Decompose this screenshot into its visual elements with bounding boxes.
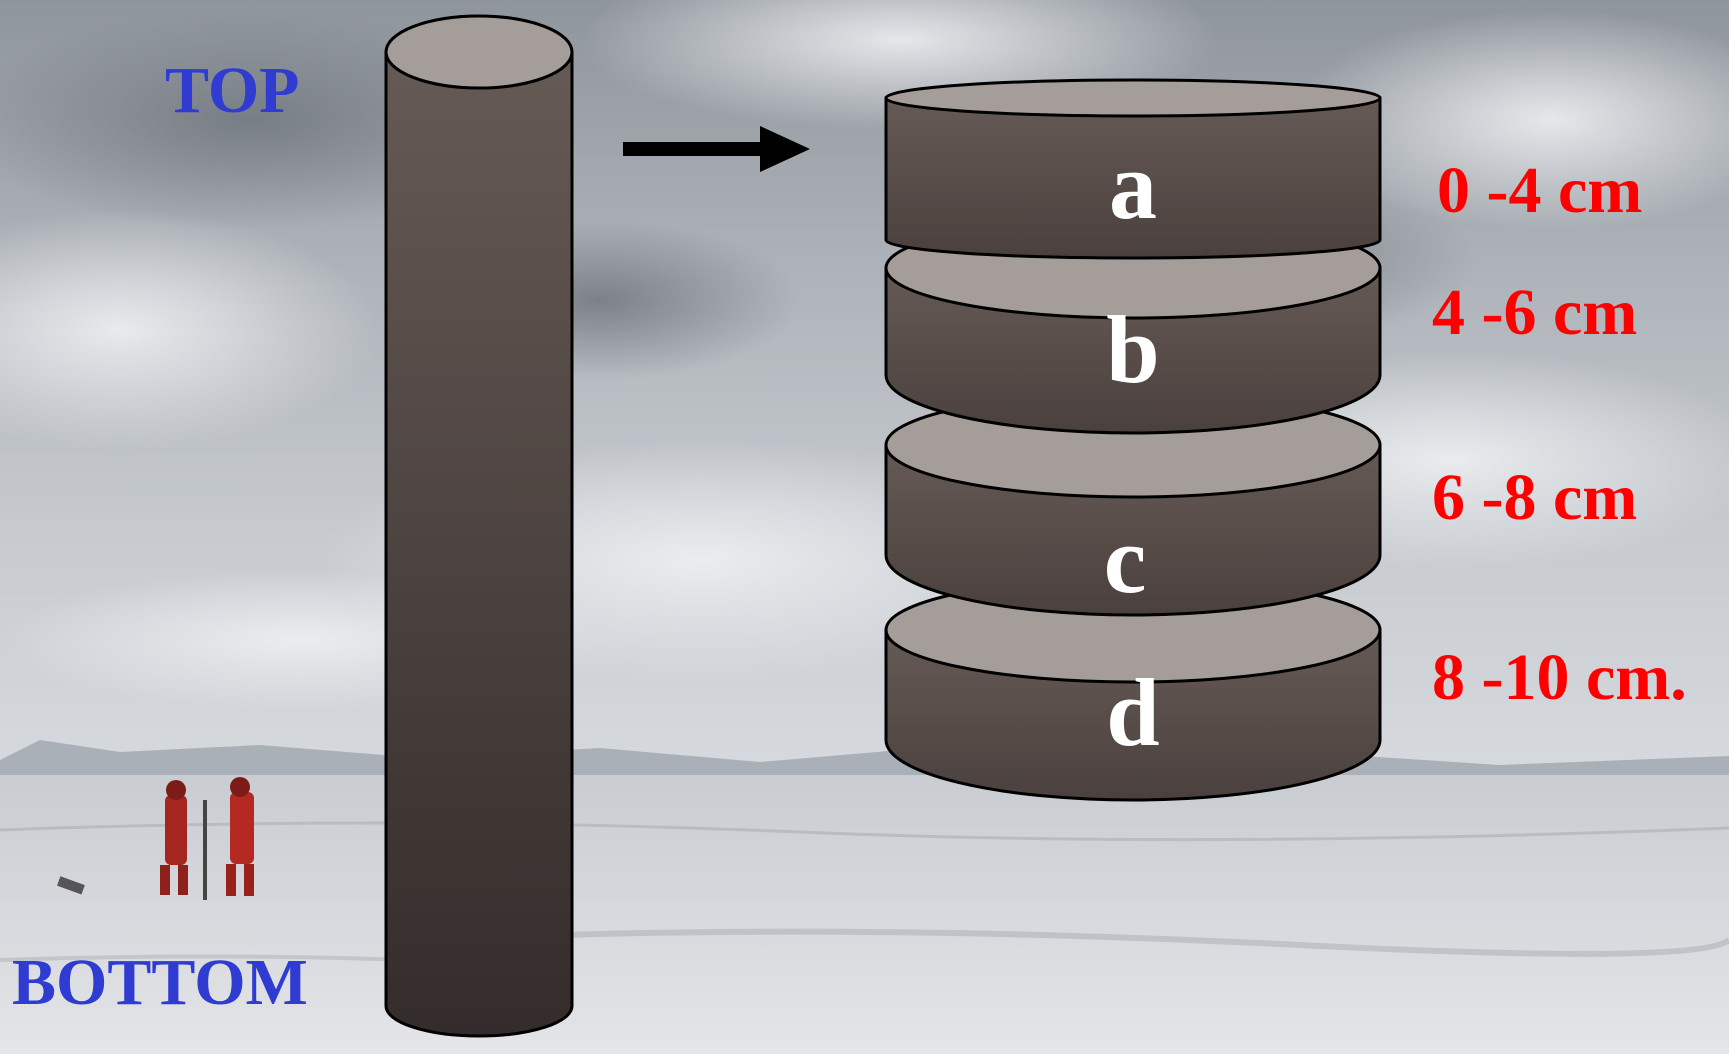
ice-core-column bbox=[384, 14, 574, 1038]
depth-label-c: 6 -8 cm bbox=[1432, 461, 1638, 534]
slice-a bbox=[884, 78, 1382, 260]
ice-texture bbox=[0, 821, 1729, 842]
field-workers bbox=[57, 777, 254, 900]
ice-texture bbox=[559, 928, 1729, 957]
arrow-right-icon bbox=[623, 126, 810, 172]
depth-label-a: 0 -4 cm bbox=[1437, 154, 1643, 227]
bottom-label: BOTTOM bbox=[12, 946, 308, 1019]
slice-letter-c: c bbox=[1103, 506, 1147, 613]
cloud bbox=[0, 210, 380, 450]
slice-letter-a: a bbox=[1109, 132, 1157, 239]
depth-label-d: 8 -10 cm. bbox=[1432, 641, 1687, 714]
slice-letter-b: b bbox=[1106, 296, 1160, 403]
ice-plain bbox=[0, 775, 1729, 1054]
top-label: TOP bbox=[165, 54, 300, 127]
cloud bbox=[1290, 10, 1729, 230]
depth-label-b: 4 -6 cm bbox=[1432, 276, 1638, 349]
slice-letter-d: d bbox=[1106, 659, 1160, 766]
core-top-face bbox=[384, 14, 574, 90]
